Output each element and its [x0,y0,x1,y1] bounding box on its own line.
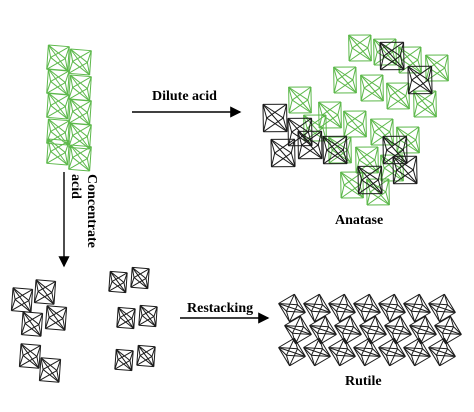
black-octahedron [18,343,42,369]
black-octahedron [334,315,362,345]
green-octahedron [46,92,70,120]
black-octahedron [44,305,68,331]
black-octahedron [108,270,128,294]
black-octahedron [403,337,431,367]
rutile-structure [278,293,462,367]
green-octahedron [396,126,420,154]
black-octahedron [428,293,456,323]
green-octahedron [46,44,70,72]
green-octahedron [46,138,70,166]
black-octahedron [303,337,331,367]
black-octahedron [33,279,57,305]
fragmented-octahedra [10,266,158,383]
black-octahedron [278,293,306,323]
anatase-structure [262,34,449,206]
black-octahedron [384,315,412,345]
black-octahedron [136,344,156,368]
black-octahedron [378,337,406,367]
black-octahedron [138,304,158,328]
black-octahedron [130,266,150,290]
black-octahedron [409,315,437,345]
black-octahedron [309,315,337,345]
green-octahedron [343,110,367,138]
black-octahedron [38,357,62,383]
black-octahedron [116,306,136,330]
concentrate-label-line1: Concentrate [84,174,99,248]
black-octahedron [328,337,356,367]
black-octahedron [284,315,312,345]
green-octahedron [348,34,372,62]
black-octahedron [262,103,288,133]
black-octahedron [353,293,381,323]
black-octahedron [278,337,306,367]
rutile-label: Rutile [345,374,382,389]
black-octahedron [328,293,356,323]
green-octahedron [68,48,92,76]
green-octahedron [333,66,357,94]
green-octahedron [46,68,70,96]
black-octahedron [353,337,381,367]
black-octahedron [379,41,405,71]
black-octahedron [407,65,433,95]
black-octahedron [392,155,418,185]
black-octahedron [357,165,383,195]
anatase-label: Anatase [335,213,384,228]
black-octahedron [303,293,331,323]
green-octahedron [288,86,312,114]
green-octahedron [68,98,92,126]
black-octahedron [10,287,34,313]
black-octahedron [359,315,387,345]
green-octahedron [328,136,352,164]
green-octahedron [68,144,92,172]
black-octahedron [378,293,406,323]
green-octahedron [68,74,92,102]
black-octahedron [20,311,44,337]
concentrate-label-line2: acid [68,174,83,199]
black-octahedron [434,315,462,345]
black-octahedron [428,337,456,367]
green-octahedron [360,74,384,102]
green-octahedron [386,82,410,110]
restacking-label: Restacking [187,301,254,316]
black-octahedron [297,130,323,160]
concentrate-acid-label: Concentrate acid [58,174,99,264]
black-octahedron [403,293,431,323]
black-octahedron [322,135,348,165]
initial-green-octahedra-chain [46,44,92,172]
black-octahedron [114,348,134,372]
dilute-acid-label: Dilute acid [152,89,217,104]
black-octahedron [270,138,296,168]
